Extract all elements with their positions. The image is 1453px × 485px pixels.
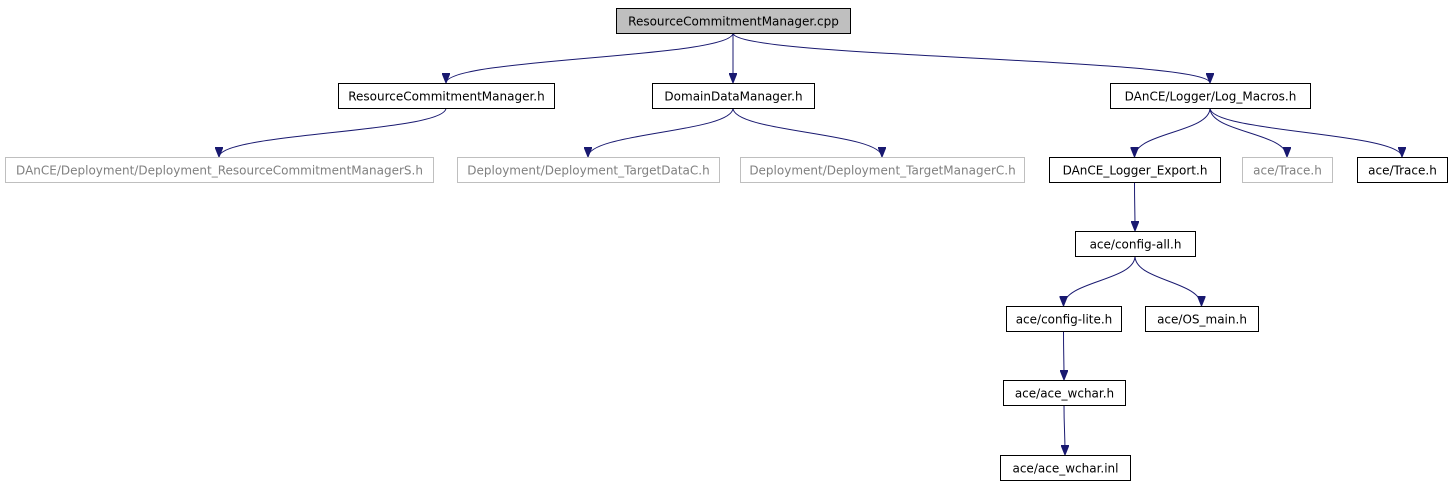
edge-n0-to-n1 bbox=[446, 32, 734, 84]
node-label: DAnCE/Logger/Log_Macros.h bbox=[1125, 90, 1297, 104]
node-box bbox=[1075, 231, 1196, 257]
edge-n3-to-n8 bbox=[1209, 107, 1287, 158]
node-label: ace/OS_main.h bbox=[1157, 313, 1247, 327]
edge-n11-to-n13 bbox=[1064, 330, 1065, 380]
node-box bbox=[457, 157, 720, 183]
node-box bbox=[1049, 157, 1221, 183]
node-label: ResourceCommitmentManager.h bbox=[348, 90, 544, 104]
node-dance-logger-log-macros-h[interactable]: DAnCE/Logger/Log_Macros.h bbox=[1110, 83, 1311, 109]
node-box bbox=[616, 8, 851, 34]
node-deployment-deployment-targetmanagerc-h: Deployment/Deployment_TargetManagerC.h bbox=[740, 157, 1025, 183]
edge-n10-to-n11 bbox=[1064, 255, 1136, 307]
node-ace-ace-wchar-inl[interactable]: ace/ace_wchar.inl bbox=[1000, 455, 1131, 481]
edge-n13-to-n14 bbox=[1064, 404, 1065, 455]
node-box bbox=[1357, 157, 1448, 183]
node-label: ace/config-all.h bbox=[1090, 238, 1182, 252]
node-label: DAnCE/Deployment/Deployment_ResourceComm… bbox=[16, 164, 423, 178]
node-label: ace/Trace.h bbox=[1253, 164, 1322, 178]
node-box bbox=[740, 157, 1025, 183]
node-ace-config-all-h[interactable]: ace/config-all.h bbox=[1075, 231, 1196, 257]
node-box bbox=[1003, 380, 1126, 406]
node-label: Deployment/Deployment_TargetManagerC.h bbox=[749, 164, 1015, 178]
edge-n0-to-n3 bbox=[732, 32, 1210, 84]
node-dance-deployment-deployment-resourcecommitmentmanagers-h: DAnCE/Deployment/Deployment_ResourceComm… bbox=[5, 157, 434, 183]
nodes-layer: ResourceCommitmentManager.cppResourceCom… bbox=[5, 8, 1448, 481]
node-domaindatamanager-h[interactable]: DomainDataManager.h bbox=[652, 83, 815, 109]
node-ace-trace-h[interactable]: ace/Trace.h bbox=[1357, 157, 1448, 183]
node-ace-ace-wchar-h[interactable]: ace/ace_wchar.h bbox=[1003, 380, 1126, 406]
node-label: ace/Trace.h bbox=[1368, 164, 1437, 178]
node-ace-config-lite-h[interactable]: ace/config-lite.h bbox=[1006, 306, 1122, 332]
node-resourcecommitmentmanager-h[interactable]: ResourceCommitmentManager.h bbox=[338, 83, 555, 109]
edge-n2-to-n5 bbox=[588, 107, 734, 158]
node-label: DomainDataManager.h bbox=[664, 90, 802, 104]
node-box bbox=[1110, 83, 1311, 109]
edge-n1-to-n4 bbox=[219, 107, 447, 158]
node-label: ace/ace_wchar.inl bbox=[1012, 462, 1118, 476]
node-label: ace/ace_wchar.h bbox=[1015, 387, 1114, 401]
node-label: ResourceCommitmentManager.cpp bbox=[628, 15, 839, 29]
node-box bbox=[1242, 157, 1333, 183]
node-resourcecommitmentmanager-cpp[interactable]: ResourceCommitmentManager.cpp bbox=[616, 8, 851, 34]
edge-n3-to-n9 bbox=[1209, 107, 1402, 158]
edge-n2-to-n6 bbox=[732, 107, 882, 158]
node-box bbox=[1145, 306, 1259, 332]
node-label: Deployment/Deployment_TargetDataC.h bbox=[467, 164, 709, 178]
node-label: DAnCE_Logger_Export.h bbox=[1063, 164, 1208, 178]
node-deployment-deployment-targetdatac-h: Deployment/Deployment_TargetDataC.h bbox=[457, 157, 720, 183]
node-box bbox=[1006, 306, 1122, 332]
node-ace-trace-h: ace/Trace.h bbox=[1242, 157, 1333, 183]
edge-n10-to-n12 bbox=[1134, 255, 1202, 307]
edge-n3-to-n7 bbox=[1135, 107, 1211, 158]
node-box bbox=[338, 83, 555, 109]
edge-n7-to-n10 bbox=[1135, 181, 1136, 231]
node-ace-os-main-h[interactable]: ace/OS_main.h bbox=[1145, 306, 1259, 332]
node-dance-logger-export-h[interactable]: DAnCE_Logger_Export.h bbox=[1049, 157, 1221, 183]
node-box bbox=[1000, 455, 1131, 481]
edges-layer bbox=[219, 32, 1402, 455]
node-box bbox=[5, 157, 434, 183]
node-label: ace/config-lite.h bbox=[1016, 313, 1113, 327]
node-box bbox=[652, 83, 815, 109]
